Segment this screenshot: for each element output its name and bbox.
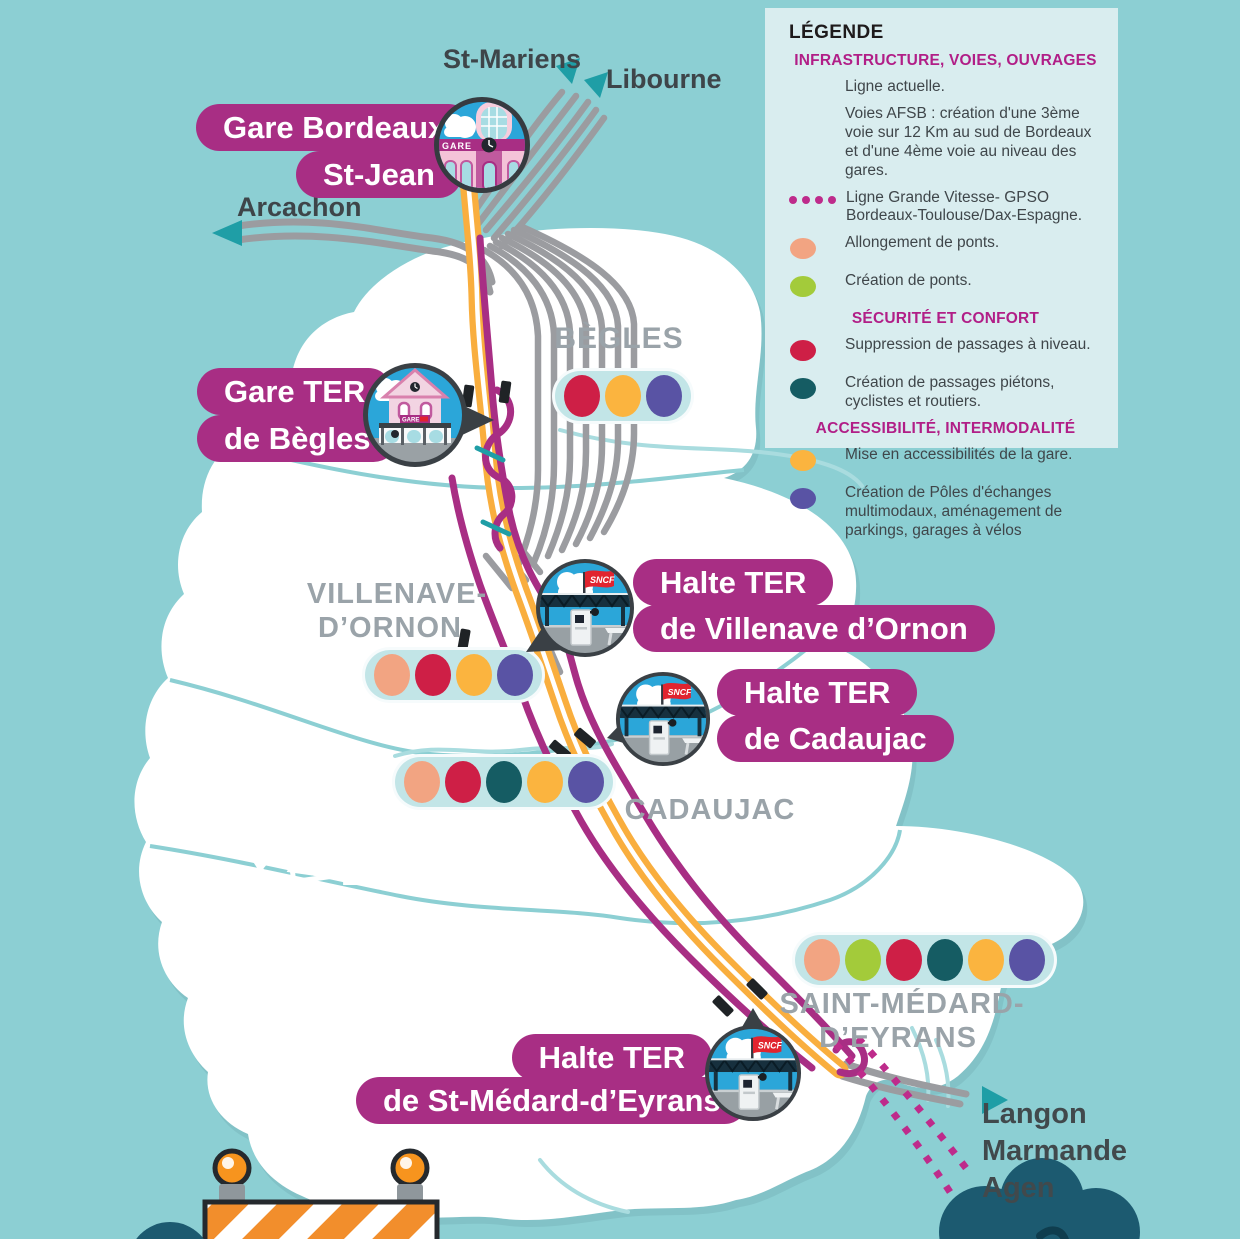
legend-item-suppression-passages: Suppression de passages à niveau. (789, 336, 1102, 366)
st-mariens-arrow-icon (556, 58, 580, 84)
arcachon-arrow-icon (212, 220, 242, 246)
purple-dot-icon (1009, 939, 1045, 981)
yellow-dot-icon (968, 939, 1004, 981)
station-pill-bordeaux-line1: Gare Bordeaux (196, 104, 473, 151)
works-badge-stmedard (792, 932, 1057, 988)
direction-label-st-mariens: St-Mariens (443, 44, 582, 74)
legend-item-voies-afsb: Voies AFSB : création d'une 3ème voie su… (845, 104, 1092, 179)
green-dot-icon (845, 939, 881, 981)
works-badge-villenave (362, 647, 545, 703)
red-dot-icon (445, 761, 481, 803)
area-label-cadaujac: CADAUJAC (624, 794, 796, 826)
compass-west-label: O (192, 861, 212, 891)
yellow-dot-icon (790, 450, 816, 472)
legend-item-lgv: Ligne Grande Vitesse- GPSO Bordeaux-Toul… (789, 189, 1102, 227)
teal-dot-icon (486, 761, 522, 803)
salmon-dot-icon (404, 761, 440, 803)
libourne-arrow-icon (584, 72, 608, 98)
legend-item-accessibilite-gare: Mise en accessibilités de la gare. (789, 446, 1102, 476)
legend-panel: LÉGENDE INFRASTRUCTURE, VOIES, OUVRAGES … (765, 8, 1118, 539)
teal-dot-icon (927, 939, 963, 981)
north-rail-fan (466, 88, 608, 250)
salmon-dot-icon (790, 238, 816, 260)
yellow-dot-icon (527, 761, 563, 803)
purple-dot-icon (646, 375, 682, 417)
yellow-dot-icon (605, 375, 641, 417)
purple-dot-icon (497, 654, 533, 696)
direction-arrows (212, 58, 1008, 1114)
legend-heading-infrastructure: INFRASTRUCTURE, VOIES, OUVRAGES (794, 52, 1097, 69)
area-label-stmedard-1: SAINT-MÉDARD- (779, 988, 1025, 1020)
works-badge-cadaujac (392, 754, 616, 810)
construction-barrier-icon (202, 1148, 440, 1239)
red-dot-icon (415, 654, 451, 696)
purple-dot-icon (568, 761, 604, 803)
direction-label-libourne: Libourne (606, 64, 722, 94)
station-pill-villenave-line1: Halte TER (633, 559, 834, 606)
langon-arrow-icon (982, 1086, 1008, 1114)
station-pill-begles-line2: de Bègles (197, 415, 398, 462)
red-dot-icon (886, 939, 922, 981)
station-pill-cadaujac-line1: Halte TER (717, 669, 918, 716)
station-pill-cadaujac-line2: de Cadaujac (717, 715, 954, 762)
compass-rose: N E S O (192, 784, 359, 972)
direction-label-langon: Langon Marmande Agen (982, 1098, 1128, 1204)
legend-item-poles-echanges: Création de Pôles d'échanges multimodaux… (789, 484, 1102, 541)
yellow-dot-icon (456, 654, 492, 696)
decor-blobs (136, 1158, 1140, 1239)
area-label-villenave-1: VILLENAVE- (306, 578, 488, 610)
legend-item-creation-ponts: Création de ponts. (789, 272, 1102, 302)
teal-dot-icon (790, 378, 816, 400)
lgv-dotted-line (833, 1035, 969, 1194)
purple-dot-icon (790, 488, 816, 510)
legend-item-allongement-ponts: Allongement de ponts. (789, 234, 1102, 264)
station-pill-villenave-line2: de Villenave d’Ornon (633, 605, 995, 652)
station-pill-bordeaux-line2: St-Jean (296, 151, 462, 198)
legend-title: LÉGENDE (789, 22, 884, 43)
compass-east-label: E (341, 861, 358, 891)
green-dot-icon (790, 276, 816, 298)
station-pill-begles-line1: Gare TER (197, 368, 393, 415)
crossing-ticks (474, 445, 512, 537)
salmon-dot-icon (374, 654, 410, 696)
station-pill-stmedard-line2: de St-Médard-d’Eyrans (356, 1077, 748, 1124)
legend-item-ligne-actuelle: Ligne actuelle. (845, 78, 945, 95)
area-label-stmedard-2: D’EYRANS (819, 1022, 977, 1054)
area-label-villenave-2: D’ORNON (318, 612, 462, 644)
lgv-dotted-swatch-icon (789, 193, 836, 204)
red-dot-icon (790, 340, 816, 362)
compass-south-label: S (267, 942, 284, 972)
station-sidings (480, 222, 638, 676)
legend-heading-accessibilite: ACCESSIBILITÉ, INTERMODALITÉ (815, 420, 1076, 438)
works-badge-begles (552, 368, 694, 424)
red-dot-icon (564, 375, 600, 417)
legend-item-creation-passages: Création de passages piétons, cyclistes … (789, 374, 1102, 412)
area-label-begles: BÈGLES (554, 322, 684, 355)
station-pill-stmedard-line1: Halte TER (511, 1034, 712, 1081)
salmon-dot-icon (804, 939, 840, 981)
legend-heading-securite: SÉCURITÉ ET CONFORT (851, 310, 1040, 328)
compass-north-label: N (267, 784, 286, 814)
